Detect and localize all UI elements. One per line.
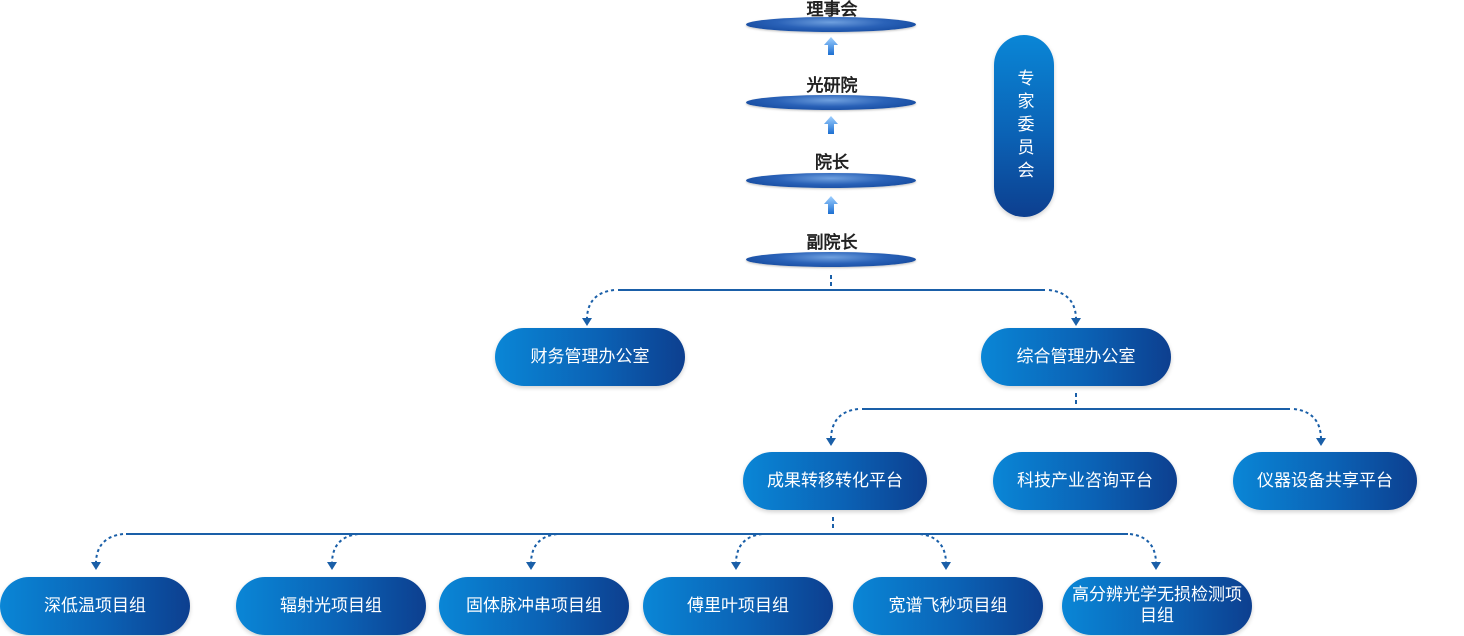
instruments-platform-node: 仪器设备共享平台 — [1233, 452, 1417, 510]
transfer-platform-node: 成果转移转化平台 — [743, 452, 927, 510]
project-group-node: 固体脉冲串项目组 — [439, 577, 629, 635]
council-disc — [746, 17, 916, 32]
project-group-node: 高分辨光学无损检测项目组 — [1062, 577, 1252, 635]
project-group-node: 辐射光项目组 — [236, 577, 426, 635]
up-arrow-icon — [824, 196, 838, 214]
president-disc — [746, 173, 916, 188]
general-office-node: 综合管理办公室 — [981, 328, 1171, 386]
expert-committee-label: 专家委员会 — [1013, 68, 1034, 184]
vice-president-label: 副院长 — [806, 233, 858, 253]
expert-committee-node: 专家委员会 — [994, 35, 1054, 217]
up-arrow-icon — [824, 37, 838, 55]
council-label: 理事会 — [806, 0, 858, 20]
institute-label: 光研院 — [806, 76, 858, 96]
project-group-node: 深低温项目组 — [0, 577, 190, 635]
project-group-node: 宽谱飞秒项目组 — [853, 577, 1043, 635]
finance-office-node: 财务管理办公室 — [495, 328, 685, 386]
institute-disc — [746, 95, 916, 110]
consulting-platform-node: 科技产业咨询平台 — [993, 452, 1177, 510]
vice-president-disc — [746, 252, 916, 267]
project-group-label: 高分辨光学无损检测项目组 — [1072, 585, 1242, 626]
project-group-node: 傅里叶项目组 — [643, 577, 833, 635]
president-label: 院长 — [815, 153, 849, 173]
up-arrow-icon — [824, 116, 838, 134]
